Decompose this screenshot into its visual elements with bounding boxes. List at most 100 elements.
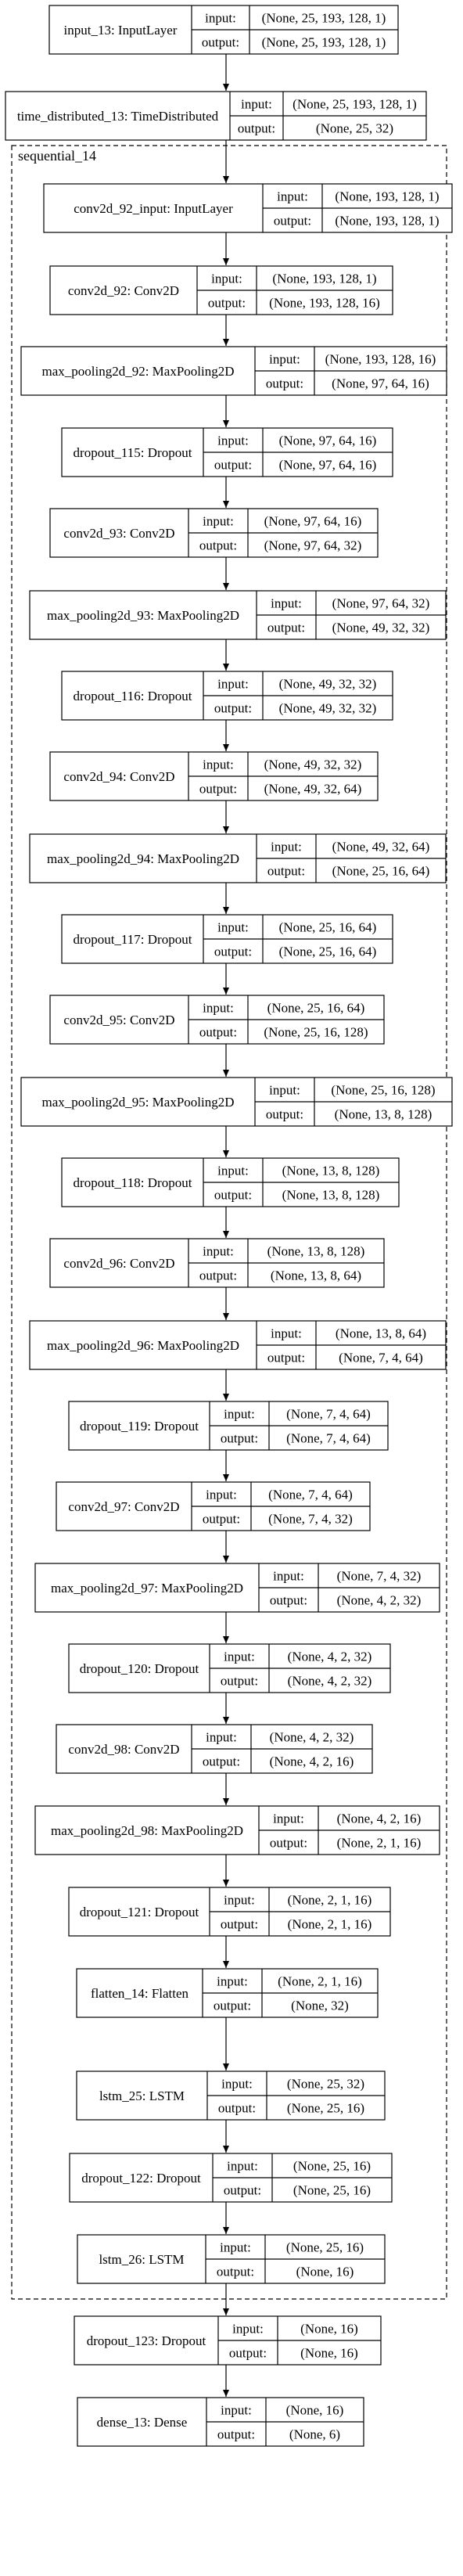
layer-name: conv2d_98: Conv2D [68, 1742, 179, 1757]
layer-node-input-13: input_13: InputLayerinput:output:(None, … [48, 5, 399, 55]
output-shape: (None, 97, 64, 16) [279, 458, 377, 473]
input-shape: (None, 25, 16, 128) [331, 1083, 435, 1098]
layer-name: dropout_123: Dropout [87, 2333, 206, 2348]
layer-node-max-pooling2d-98: max_pooling2d_98: MaxPooling2D input: outp… [34, 1805, 440, 1855]
input-shape: (None, 49, 32, 64) [332, 840, 430, 854]
sequential-group-box [11, 145, 447, 2300]
output-shape: (None, 193, 128, 16) [269, 296, 380, 311]
input-shape: (None, 49, 32, 32) [279, 677, 377, 692]
input-label: input: [269, 352, 300, 367]
output-shape: (None, 6) [289, 2427, 340, 2442]
layer-name: conv2d_92: Conv2D [68, 283, 179, 298]
output-label: output: [214, 1188, 252, 1203]
output-label: output: [229, 2346, 267, 2361]
input-shape: (None, 193, 128, 1) [335, 189, 439, 204]
output-label: output: [218, 2101, 256, 2116]
output-shape: (None, 2, 1, 16) [288, 1917, 372, 1932]
layer-node-conv2d-98: conv2d_98: Conv2D input: output: (None, 4, … [56, 1724, 373, 1774]
input-label: input: [203, 757, 234, 772]
input-label: input: [221, 2403, 252, 2418]
output-label: output: [221, 1674, 258, 1689]
input-shape: (None, 7, 4, 64) [268, 1488, 353, 1502]
output-shape: (None, 25, 193, 128, 1) [262, 35, 386, 50]
output-shape: (None, 4, 2, 32) [337, 1593, 422, 1608]
layer-name: dropout_122: Dropout [81, 2171, 201, 2186]
output-shape: (None, 7, 4, 64) [339, 1351, 423, 1365]
output-label: output: [270, 1836, 307, 1851]
output-label: output: [203, 1754, 240, 1769]
output-shape: (None, 49, 32, 32) [332, 621, 430, 635]
layer-node-box [43, 183, 453, 233]
input-shape: (None, 49, 32, 32) [264, 757, 362, 772]
output-label: output: [199, 782, 237, 797]
input-shape: (None, 7, 4, 64) [286, 1407, 371, 1422]
output-shape: (None, 193, 128, 1) [335, 214, 439, 228]
output-label: output: [202, 35, 239, 50]
input-label: input: [271, 1326, 302, 1341]
input-label: input: [224, 1407, 255, 1422]
output-shape: (None, 2, 1, 16) [337, 1836, 422, 1851]
layer-name: dropout_117: Dropout [74, 932, 192, 947]
layer-name: dense_13: Dense [97, 2415, 188, 2430]
layer-name: max_pooling2d_98: MaxPooling2D [51, 1823, 243, 1838]
layer-node-dropout-118: dropout_118: Dropoutinput:output:(None, … [61, 1157, 400, 1207]
output-label: output: [214, 701, 252, 716]
input-label: input: [206, 1488, 237, 1502]
layer-name: max_pooling2d_94: MaxPooling2D [47, 851, 239, 866]
output-label: output: [221, 1431, 258, 1446]
layer-name: dropout_118: Dropout [74, 1175, 192, 1190]
output-label: output: [199, 1025, 237, 1040]
layer-name: dropout_116: Dropout [74, 689, 192, 703]
output-shape: (None, 49, 32, 64) [264, 782, 362, 797]
input-shape: (None, 193, 128, 1) [272, 272, 376, 286]
layer-name: lstm_25: LSTM [99, 2089, 185, 2103]
output-shape: (None, 4, 2, 16) [270, 1754, 354, 1769]
output-label: output: [270, 1593, 307, 1608]
layer-node-dropout-122: dropout_122: Dropoutinput:output:(None, … [69, 2153, 393, 2203]
layer-name: flatten_14: Flatten [91, 1986, 189, 2001]
input-label: input: [203, 1244, 234, 1259]
output-shape: (None, 7, 4, 64) [286, 1431, 371, 1446]
layer-node-dropout-120: dropout_120: Dropoutinput:output:(None, … [68, 1643, 391, 1693]
output-label: output: [208, 296, 246, 311]
output-shape: (None, 25, 16, 64) [279, 944, 377, 959]
input-label: input: [206, 1730, 237, 1745]
input-shape: (None, 7, 4, 32) [337, 1569, 422, 1584]
output-label: output: [217, 2265, 254, 2279]
output-shape: (None, 16) [300, 2346, 358, 2361]
input-label: input: [217, 677, 249, 692]
output-shape: (None, 7, 4, 32) [268, 1512, 353, 1527]
input-shape: (None, 13, 8, 64) [336, 1326, 426, 1341]
layer-node-max-pooling2d-93: max_pooling2d_93: MaxPooling2Dinput:outp… [29, 590, 447, 640]
layer-node-max-pooling2d-97: max_pooling2d_97: MaxPooling2Dinput:outp… [34, 1563, 440, 1613]
layer-node-max-pooling2d-95: max_pooling2d_95: MaxPooling2Dinput:outp… [20, 1077, 453, 1127]
layer-name: conv2d_96: Conv2D [63, 1256, 174, 1271]
layer-node-max-pooling2d-96: max_pooling2d_96: MaxPooling2Dinput:outp… [29, 1320, 447, 1370]
layer-node-time-distributed-13: time_distributed_13: TimeDistributedinpu… [5, 91, 427, 141]
input-shape: (None, 4, 2, 32) [288, 1650, 372, 1664]
input-shape: (None, 25, 16) [286, 2240, 364, 2255]
output-label: output: [214, 458, 252, 473]
layer-name: dropout_115: Dropout [74, 445, 192, 460]
input-shape: (None, 4, 2, 16) [337, 1811, 422, 1826]
input-shape: (None, 193, 128, 16) [325, 352, 436, 367]
input-label: input: [220, 2240, 251, 2255]
layer-name: conv2d_97: Conv2D [68, 1499, 179, 1514]
output-shape: (None, 13, 8, 64) [271, 1268, 361, 1283]
layer-name: dropout_121: Dropout [80, 1905, 199, 1919]
output-label: output: [214, 1999, 251, 2013]
input-label: input: [271, 840, 302, 854]
output-label: output: [199, 1268, 237, 1283]
output-shape: (None, 97, 64, 32) [264, 538, 362, 553]
input-label: input: [217, 1974, 248, 1989]
input-label: input: [273, 1811, 304, 1826]
